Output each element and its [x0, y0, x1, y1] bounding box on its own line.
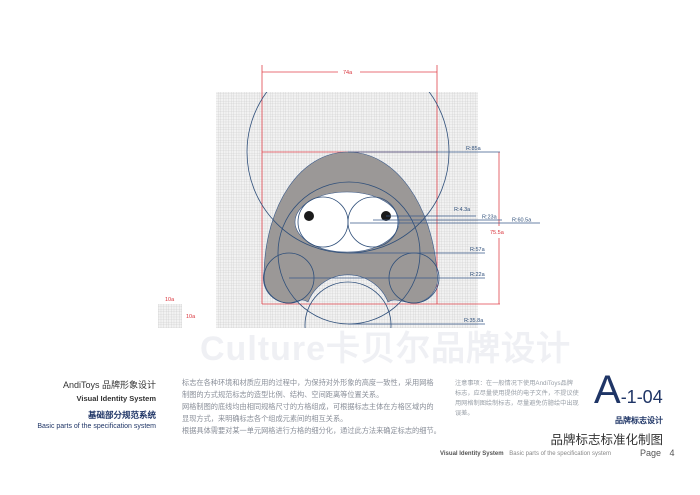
- note-line: 标志，应尽量使用提供的电子文件，不提议使: [455, 390, 579, 397]
- page-title: 品牌标志标准化制图: [550, 433, 663, 447]
- body-line: 制图的方式规范标志的造型比例、结构、空间距离等位置关系。: [182, 390, 384, 399]
- brand-title-cn: AndiToys 品牌形象设计: [62, 380, 156, 390]
- radius-label: R:4.3a: [454, 207, 471, 213]
- note-line: 用网格制图绘制标志，尽量避免仿臆绘中出现: [455, 400, 579, 407]
- radius-label: R:22a: [470, 272, 486, 278]
- page-code-letter: A: [594, 368, 621, 412]
- left-titles: AndiToys 品牌形象设计 Visual Identity System 基…: [37, 378, 156, 430]
- radius-leader-lines: [289, 151, 540, 325]
- footer-system: Visual Identity System: [440, 451, 504, 457]
- unit-side-label: 10a: [186, 314, 196, 320]
- height-dimension-label: 75.5a: [490, 230, 505, 236]
- brand-title-en: Visual Identity System: [76, 394, 156, 403]
- page-code-number: -1-04: [620, 387, 663, 407]
- notes: 注意事项：在一般情况下使用AndiToys品牌 标志，应尽量使用提供的电子文件，…: [455, 379, 579, 419]
- footer: Visual Identity System Basic parts of th…: [440, 451, 611, 457]
- radius-label: R:57a: [470, 247, 486, 253]
- subtitle: 品牌标志设计: [615, 416, 663, 425]
- note-line: 注意事项：在一般情况下使用AndiToys品牌: [455, 380, 573, 387]
- section-title-en: Basic parts of the specification system: [37, 423, 156, 430]
- page-number-value: 4: [669, 448, 675, 458]
- body-line: 标志在各种环境和材质应用的过程中，为保持对外形象的高度一致性，采用网格: [182, 378, 434, 387]
- radius-label: R:60.5a: [512, 218, 532, 224]
- unit-top-label: 10a: [165, 297, 175, 303]
- unit-grid-box: [158, 304, 182, 328]
- body-text: 标志在各种环境和材质应用的过程中，为保持对外形象的高度一致性，采用网格 制图的方…: [182, 377, 441, 437]
- body-line: 网格制图的底线均由相同规格尺寸的方格组成，可根据标志主体在方格区域内的: [182, 402, 434, 411]
- radius-label: R:85a: [466, 146, 482, 152]
- radius-label: R:35.8a: [464, 318, 484, 324]
- section-title-cn: 基础部分规范系统: [87, 410, 156, 420]
- width-dimension-label: 74a: [343, 70, 353, 76]
- body-line: 显现方式，来明确标志各个组成元素间的相互关系。: [182, 414, 348, 423]
- note-line: 误差。: [455, 410, 474, 417]
- page-label: Page: [640, 448, 662, 458]
- watermark: Culture卡贝尔品牌设计: [200, 330, 571, 368]
- radius-label: R:23a: [482, 215, 498, 221]
- eye-area: [294, 191, 400, 253]
- body-line: 根据具体需要对某一单元网格进行方格的细分化，通过此方法来确定标志的细节。: [182, 426, 441, 435]
- footer-section: Basic parts of the specification system: [509, 451, 611, 457]
- page-code: A-1-04: [594, 368, 663, 421]
- page-number: Page 4: [640, 448, 675, 458]
- left-pupil: [304, 211, 314, 221]
